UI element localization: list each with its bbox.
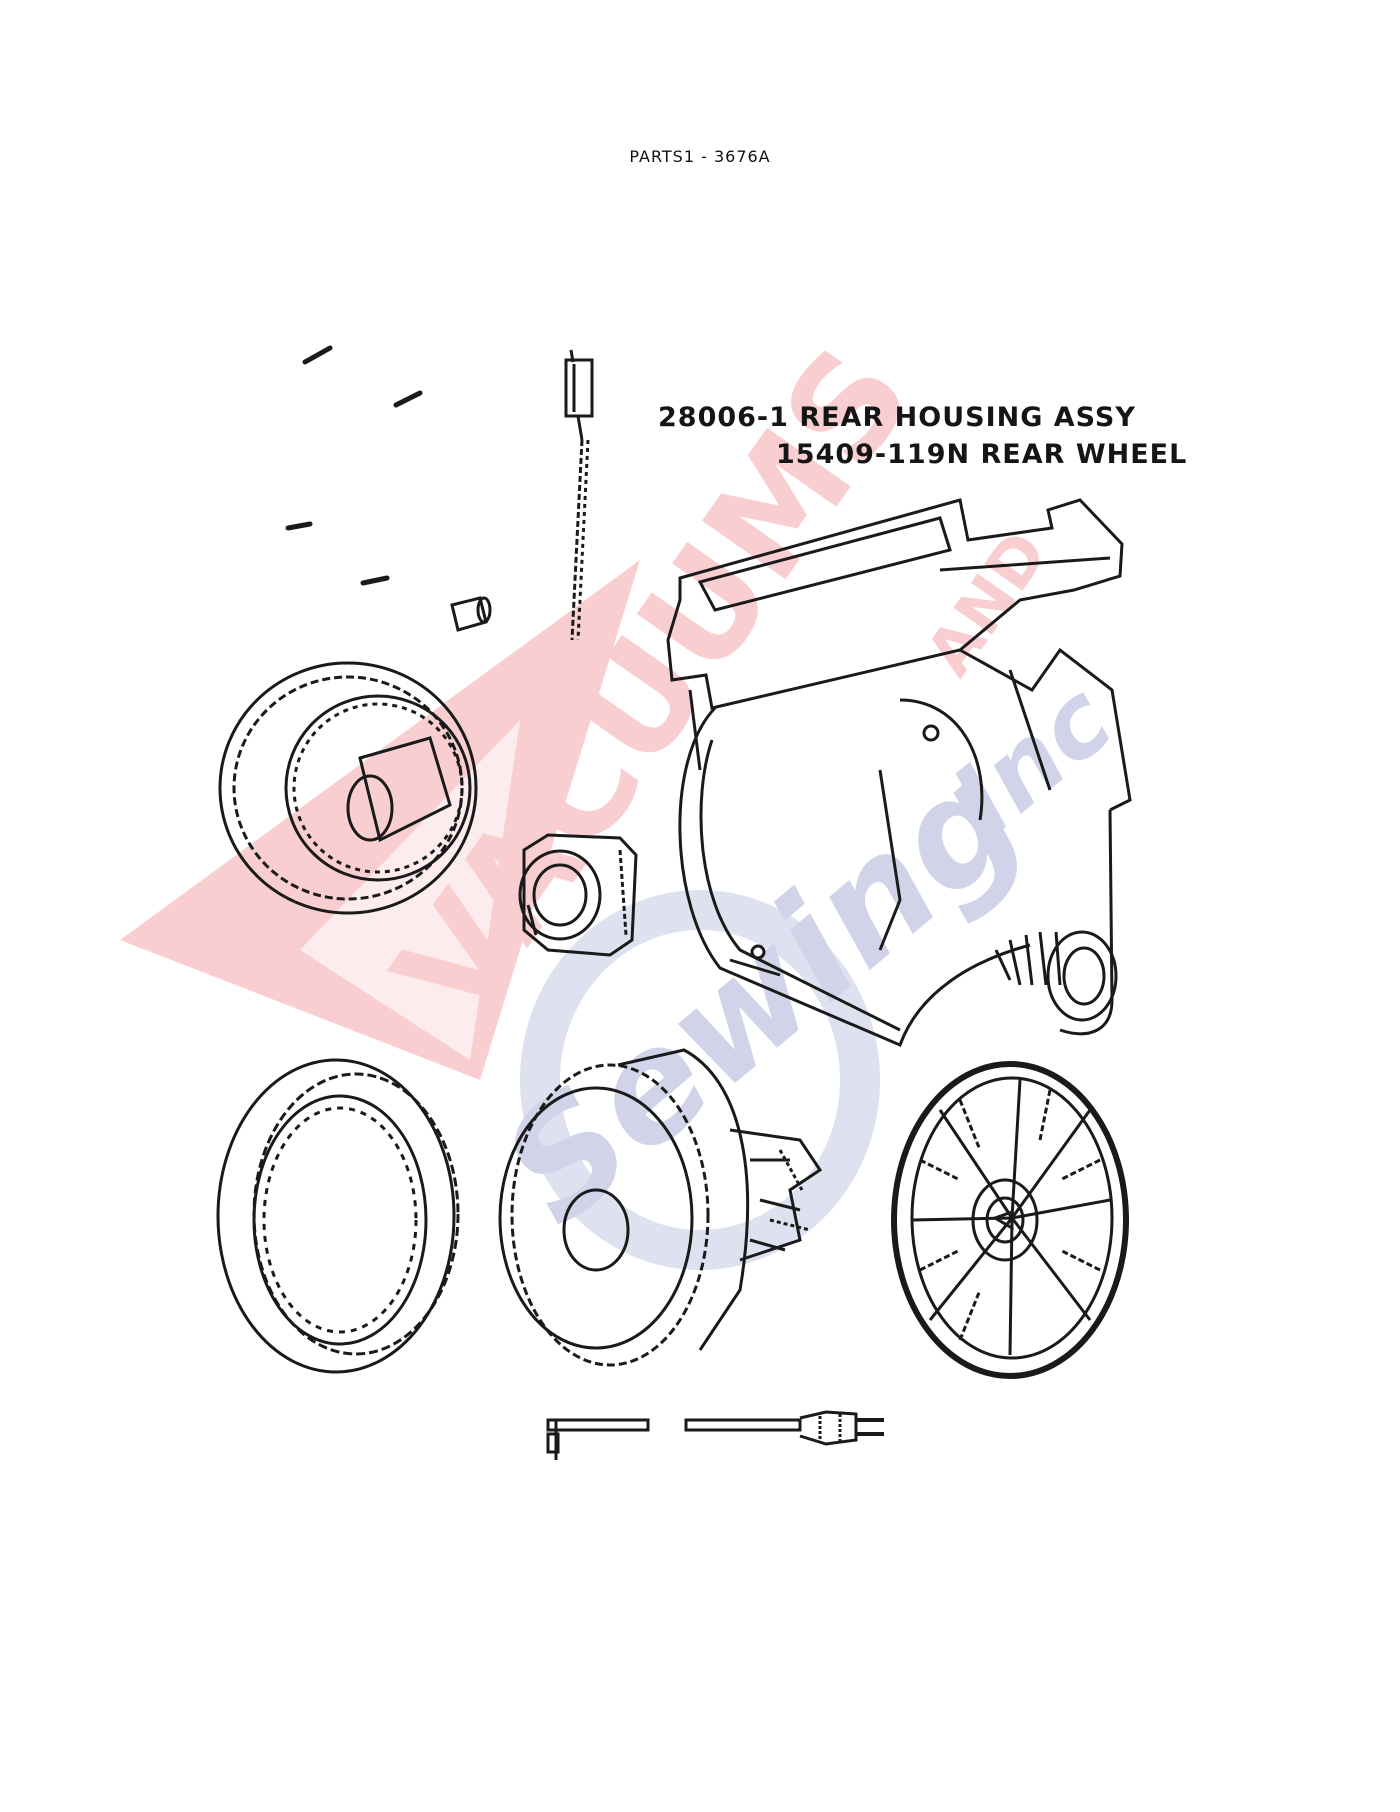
wheel-cover xyxy=(218,661,478,915)
watermark-word-2: AND xyxy=(912,519,1062,689)
screw-icon xyxy=(360,575,390,586)
switch-icon xyxy=(564,349,594,641)
gasket-ring xyxy=(216,1058,460,1374)
screw-icon xyxy=(285,521,313,531)
power-cord xyxy=(546,1410,884,1460)
screw-icon xyxy=(393,390,423,408)
rear-wheel xyxy=(891,1061,1129,1379)
page-header: PARTS1 - 3676A xyxy=(629,147,771,166)
motor xyxy=(498,1048,823,1367)
part-label-wheel: 15409-119N REAR WHEEL xyxy=(776,439,1187,470)
watermark-triangle xyxy=(120,560,640,1080)
screw-icon xyxy=(302,345,333,365)
rear-housing xyxy=(666,498,1132,1048)
part-label-housing: 28006-1 REAR HOUSING ASSY xyxy=(658,402,1136,433)
bearing-icon xyxy=(518,833,638,957)
bushing-icon xyxy=(450,596,492,632)
